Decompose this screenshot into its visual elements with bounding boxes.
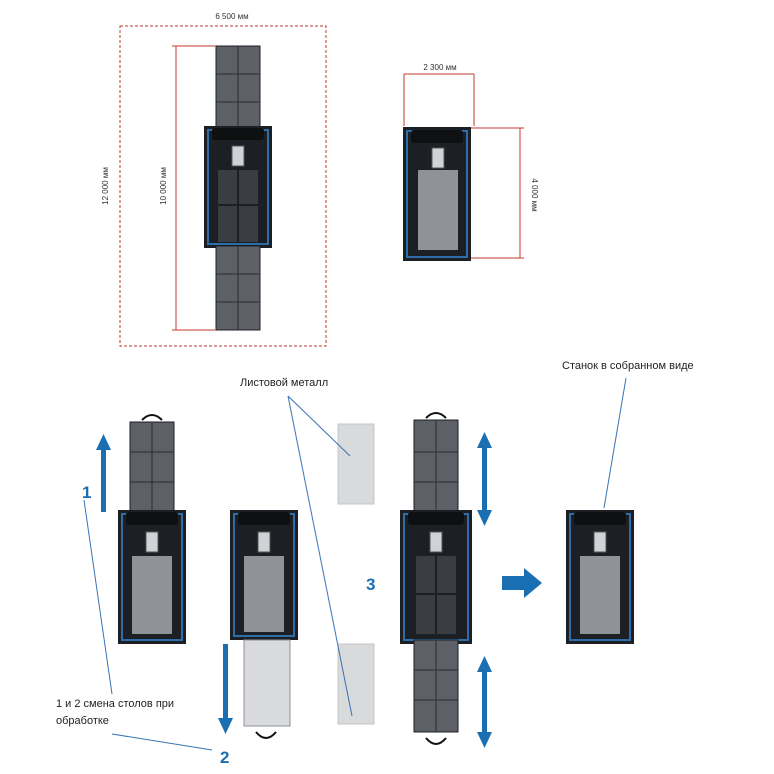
rotate-arrow-icon — [255, 731, 277, 739]
footprint-boundary — [119, 25, 327, 347]
double-arrow-bottom-icon — [477, 656, 492, 748]
rotate-arrow-icon — [141, 414, 163, 421]
dim-height-small: 4 000 мм — [530, 178, 539, 211]
dim-width-small: 2 300 мм — [423, 63, 456, 72]
step-number-1: 1 — [82, 483, 91, 502]
bottom-exchange-table — [215, 245, 261, 331]
compact-machine-body — [403, 127, 471, 261]
callout-line — [287, 395, 353, 717]
callout-line — [83, 499, 113, 695]
stage-1-machine — [118, 414, 186, 644]
label-assembled: Станок в собранном виде — [562, 360, 694, 372]
large-machine-footprint: 6 500 мм 12 000 мм 10 000 мм — [101, 12, 327, 347]
dim-height-large-outer: 12 000 мм — [101, 167, 110, 205]
label-table-change-line1: 1 и 2 смена столов при — [56, 698, 174, 710]
stage-3-machine — [400, 412, 472, 745]
up-arrow-icon — [96, 434, 111, 512]
label-table-change-line2: обработке — [56, 715, 109, 727]
sheet-metal-top — [337, 423, 375, 505]
down-arrow-icon — [218, 644, 233, 734]
assembled-machine — [566, 510, 634, 644]
right-arrow-icon — [502, 568, 542, 598]
callout-line — [603, 377, 627, 509]
rotate-arrow-icon — [425, 412, 447, 419]
step-number-3: 3 — [366, 575, 375, 594]
callout-line — [111, 733, 213, 751]
top-exchange-table — [215, 45, 261, 131]
dim-width-large: 6 500 мм — [215, 12, 248, 21]
machine-body — [204, 126, 272, 248]
rotate-arrow-icon — [425, 737, 447, 745]
sheet-metal-bottom — [337, 643, 375, 725]
callout-line — [287, 395, 351, 457]
stage-2-machine — [230, 510, 298, 739]
label-sheet-metal: Листовой металл — [240, 377, 328, 389]
double-arrow-top-icon — [477, 432, 492, 526]
compact-machine-footprint: 2 300 мм 4 000 мм — [403, 63, 539, 261]
step-number-2: 2 — [220, 748, 229, 767]
dim-height-large-inner: 10 000 мм — [159, 167, 168, 205]
